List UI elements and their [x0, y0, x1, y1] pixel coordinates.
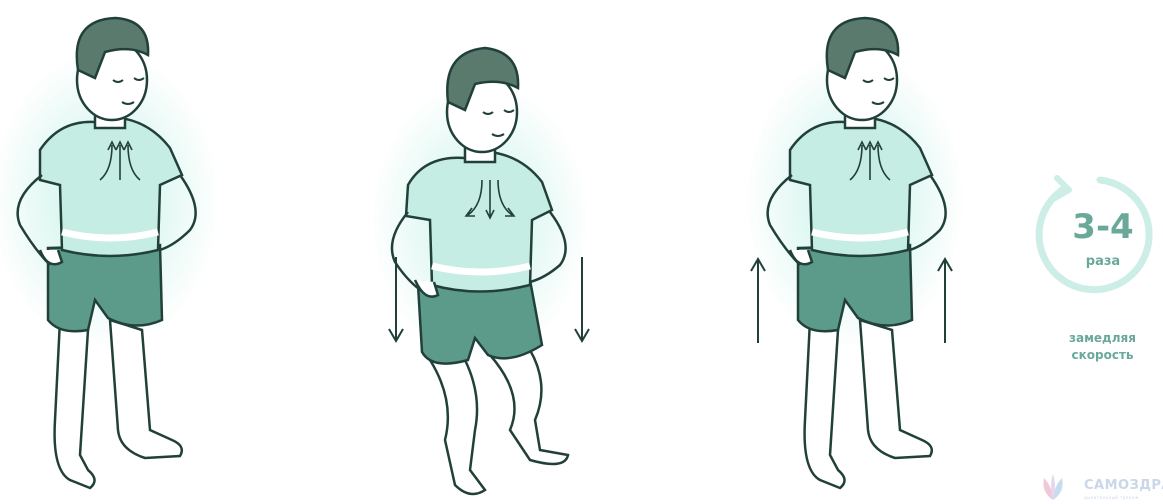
tempo-line-1: замедляя: [1050, 330, 1155, 347]
figure-standing-inhale: [0, 0, 240, 504]
arrow-down-left: [386, 255, 406, 345]
repetition-info: 3-4 раза замедляя скорость: [1030, 170, 1163, 370]
repetition-unit: раза: [1058, 254, 1148, 269]
figure-rise-inhale: [740, 0, 980, 504]
brand-logo: САМОЗДРА дыхательный тренаж: [1032, 470, 1163, 504]
child-squatting-icon: [370, 0, 610, 504]
brand-tagline: дыхательный тренаж: [1084, 495, 1139, 500]
arrow-up-left: [748, 255, 768, 345]
lotus-icon: [1036, 472, 1070, 502]
arrow-up-right: [935, 255, 955, 345]
arrow-down-right: [572, 255, 592, 345]
tempo-note: замедляя скорость: [1050, 330, 1155, 364]
repetition-count: 3-4: [1058, 210, 1148, 244]
figure-squat-exhale: [370, 0, 610, 504]
child-standing-icon-2: [740, 0, 980, 504]
brand-name: САМОЗДРА: [1084, 478, 1163, 493]
child-standing-icon: [0, 0, 240, 504]
tempo-line-2: скорость: [1050, 347, 1155, 364]
